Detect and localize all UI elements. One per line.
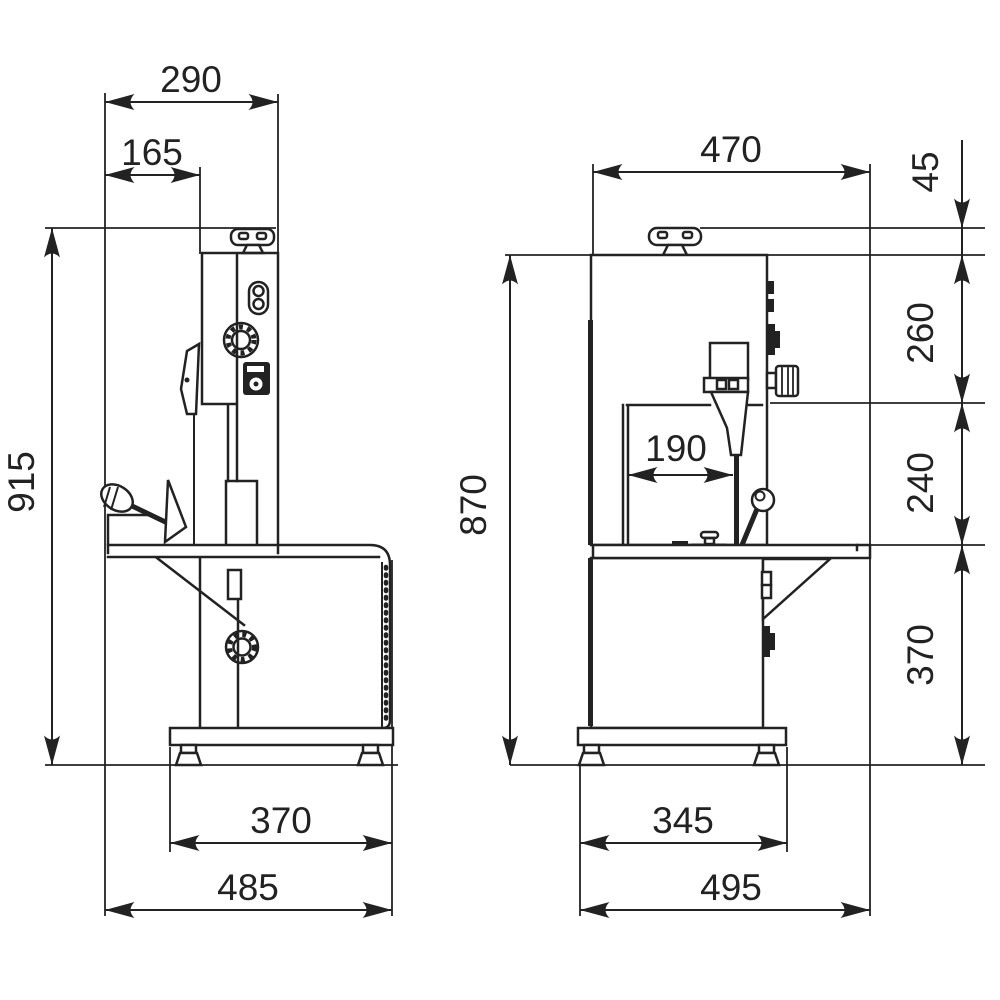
dim-overall-depth-label: 485	[217, 867, 279, 908]
front-guide-handle	[739, 487, 776, 546]
dim-throat-width-label: 190	[645, 428, 707, 469]
dim-body-height-label: 870	[453, 474, 494, 536]
front-throat	[621, 403, 764, 549]
dim-base-width-label: 345	[652, 800, 714, 841]
dimension-lines	[44, 94, 970, 918]
dim-top-depth-label: 290	[160, 59, 222, 100]
dimension-labels: 290 165 915 370 485 470 45 260 240 370 8…	[1, 59, 946, 908]
dim-throat-height-label: 240	[900, 452, 941, 514]
side-feet	[174, 743, 385, 767]
side-base-plate	[168, 726, 395, 747]
side-handwheel-icon	[229, 227, 276, 255]
front-side-knob-icon	[765, 364, 800, 398]
side-hanger	[226, 568, 243, 601]
side-lower-knob-icon	[224, 629, 260, 665]
dim-lower-height-label: 370	[900, 624, 941, 686]
dim-upper-depth-label: 165	[121, 132, 183, 173]
front-blade-guide	[702, 341, 750, 457]
dim-overall-height-label: 915	[1, 451, 42, 513]
dim-handwheel-height-label: 45	[905, 151, 946, 192]
dim-base-depth-label: 370	[250, 800, 312, 841]
front-handwheel-icon	[647, 226, 703, 257]
side-start-stop-button	[247, 280, 270, 316]
side-column-lower	[198, 556, 240, 729]
front-door-hinges-lower	[760, 570, 775, 657]
front-table-gusset	[761, 557, 834, 622]
front-table	[591, 543, 872, 560]
front-feet	[577, 743, 781, 767]
front-lower-body	[589, 556, 765, 730]
side-star-knob-icon	[222, 321, 260, 359]
side-column	[200, 251, 280, 555]
side-guide-handle	[99, 479, 188, 545]
dim-body-width-label: 470	[700, 129, 762, 170]
extension-lines	[45, 93, 985, 916]
side-view	[99, 227, 395, 767]
side-lower-blade-guard	[224, 479, 259, 546]
side-table-bracket	[106, 513, 152, 555]
dim-overall-width-label: 495	[700, 867, 762, 908]
side-blade-guard-wedge	[179, 341, 201, 416]
front-base-plate	[576, 726, 788, 747]
side-switch	[243, 362, 270, 395]
side-guard-screw	[184, 377, 190, 383]
front-door-hinges-upper	[767, 281, 780, 355]
front-view	[576, 226, 872, 767]
dim-upper-height-label: 260	[900, 302, 941, 364]
